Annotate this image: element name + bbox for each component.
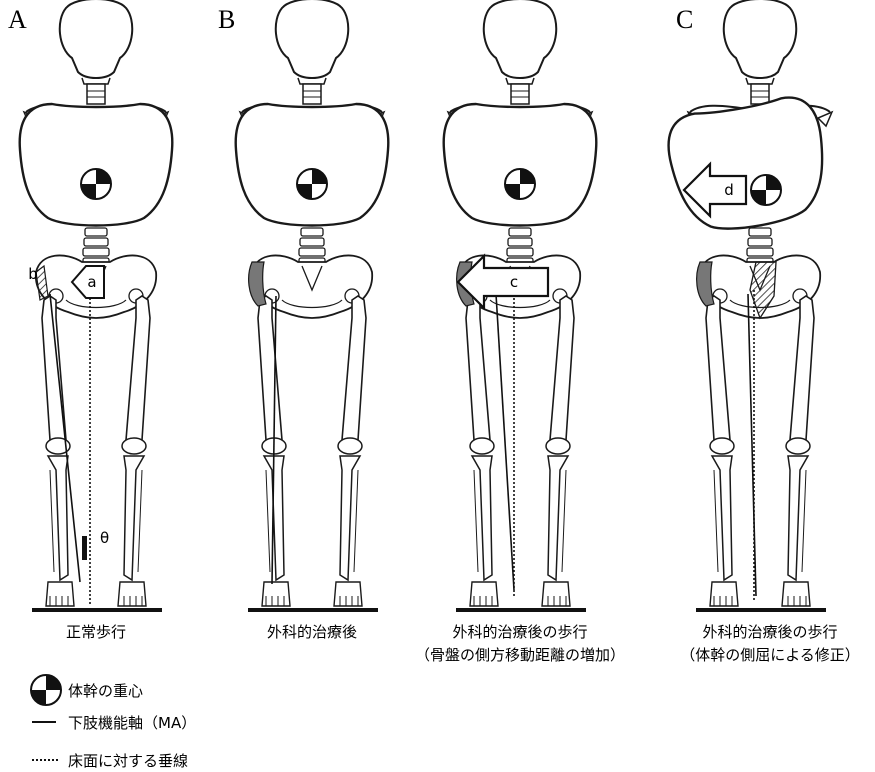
theta-label: θ: [100, 529, 109, 547]
arrow-d-label: d: [724, 181, 734, 199]
legend-ma-label: 下肢機能軸（MA）: [68, 714, 196, 732]
panel-b-skeleton: [236, 0, 389, 610]
panel-d-caption-sub: （体幹の側屈による修正）: [680, 646, 860, 664]
panel-b-caption: 外科的治療後: [267, 623, 357, 641]
panel-a-caption: 正常歩行: [66, 623, 126, 641]
panel-d-letter: C: [676, 5, 693, 34]
panel-c-skeleton: [444, 0, 597, 610]
legend-vertical-label: 床面に対する垂線: [68, 752, 188, 770]
panel-c-caption-sub: （骨盤の側方移動距離の増加）: [415, 646, 625, 664]
legend-cog-label: 体幹の重心: [68, 682, 143, 700]
arrow-c-label: c: [510, 273, 518, 291]
arrow-b-label: b: [28, 265, 38, 283]
panel-c-caption: 外科的治療後の歩行: [452, 623, 587, 641]
panel-d-skeleton: [663, 0, 834, 610]
legend-cog-icon: [31, 675, 61, 705]
panel-a-letter: A: [8, 5, 27, 34]
arrow-a-label: a: [87, 273, 96, 291]
panel-d-caption: 外科的治療後の歩行: [702, 623, 837, 641]
panel-b-letter: B: [218, 5, 235, 34]
panel-a-skeleton: [20, 0, 173, 610]
